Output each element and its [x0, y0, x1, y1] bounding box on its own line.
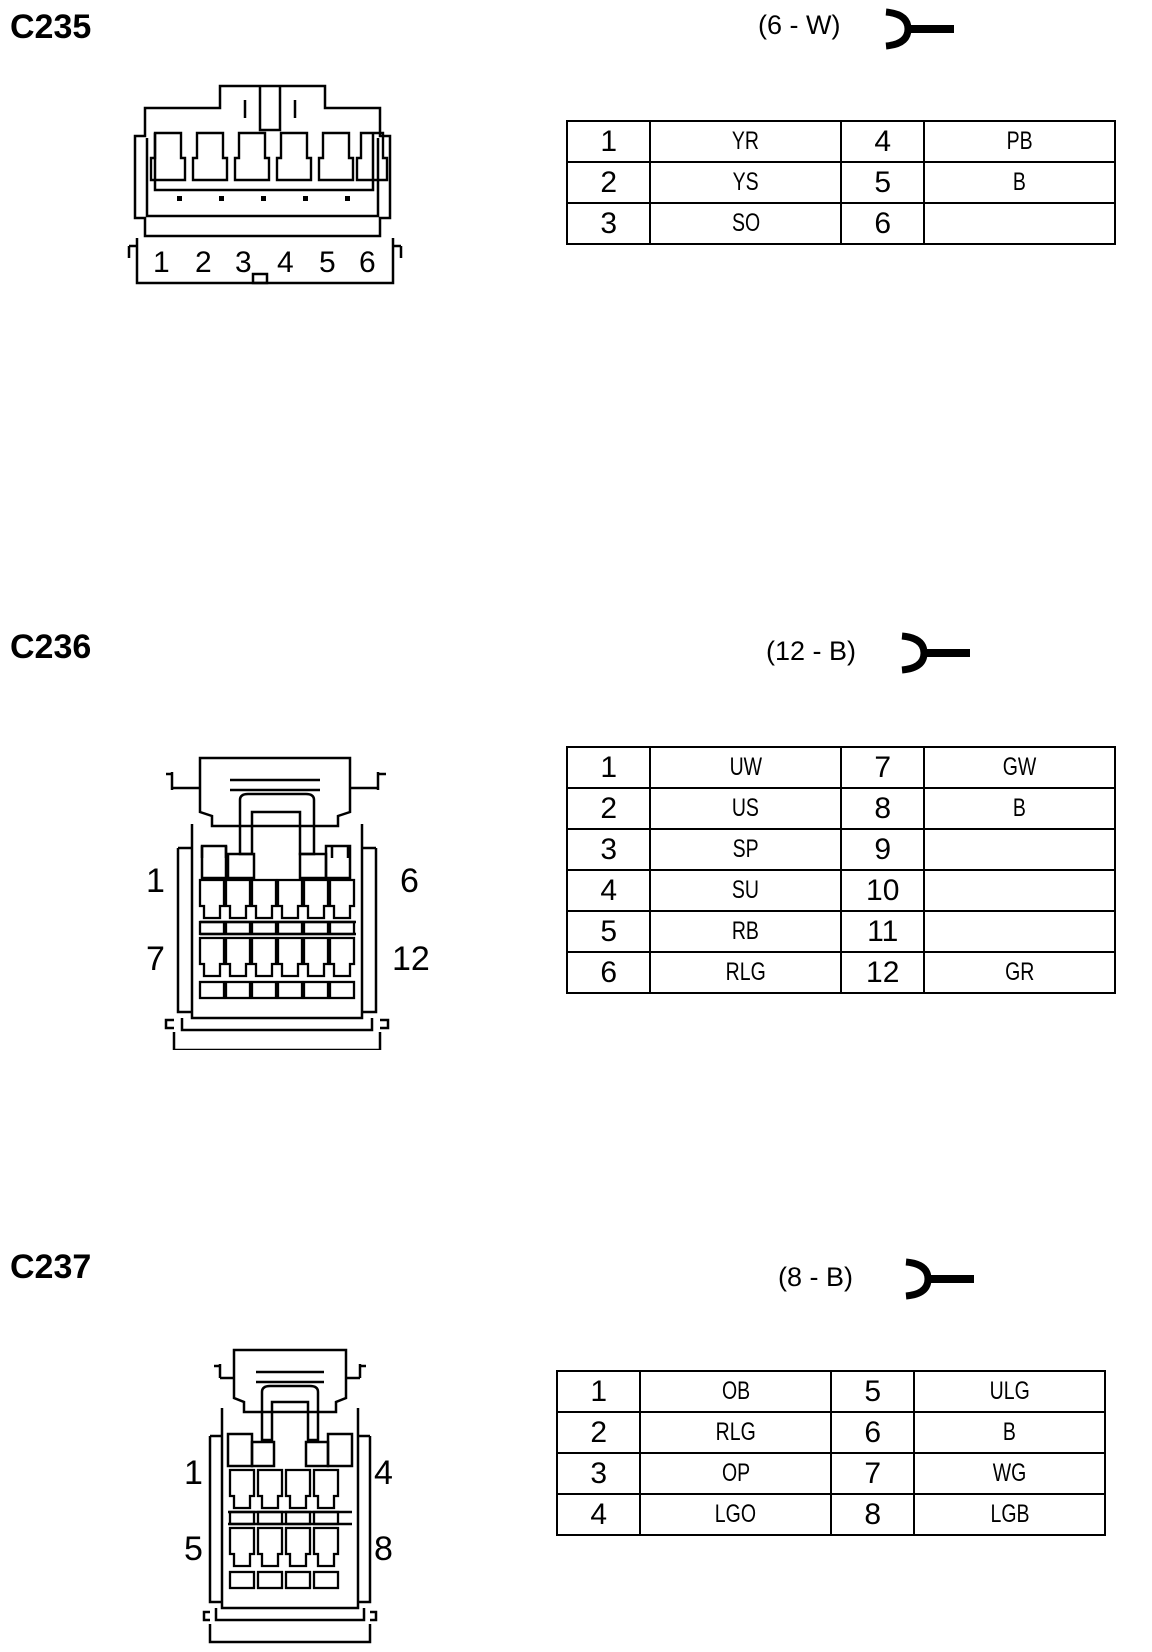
connector-spec: (6 - W)	[758, 10, 841, 40]
pin-number: 12	[839, 951, 926, 994]
wire-color: RB	[732, 917, 760, 945]
table-row: 4 SU 10	[565, 869, 1116, 912]
table-row: 2 US 8 B	[565, 787, 1116, 830]
wire-color: ULG	[989, 1377, 1030, 1405]
pin-number: 4	[565, 869, 652, 912]
connector-id: C237	[10, 1248, 92, 1286]
wire-color: LGO	[715, 1500, 757, 1528]
table-row: 5 RB 11	[565, 910, 1116, 953]
pin-number: 7	[839, 746, 926, 789]
pin-label: 4	[277, 246, 294, 279]
connector-spec: (12 - B)	[766, 636, 857, 666]
pin-number: 3	[565, 828, 652, 871]
pin-label: 8	[374, 1530, 393, 1568]
table-row: 1 OB 5 ULG	[555, 1370, 1106, 1413]
table-row: 2 RLG 6 B	[555, 1411, 1106, 1454]
pin-number: 11	[839, 910, 926, 953]
pin-label: 7	[146, 940, 165, 978]
wire-color: OP	[721, 1459, 750, 1487]
connector-id: C236	[10, 628, 92, 666]
pin-number: 2	[565, 161, 652, 204]
table-row: 4 LGO 8 LGB	[555, 1493, 1106, 1536]
wire-color: RLG	[715, 1418, 756, 1446]
pin-number: 1	[555, 1370, 642, 1413]
pin-number: 2	[565, 787, 652, 830]
connector-face-diagram	[202, 1348, 378, 1644]
pin-number: 5	[839, 161, 926, 204]
wire-color: LGB	[990, 1500, 1030, 1528]
wire-color: B	[1013, 794, 1027, 822]
plug-icon	[905, 1258, 974, 1300]
connector-spec: (8 - B)	[778, 1262, 854, 1292]
pin-number: 1	[565, 746, 652, 789]
table-row: 3 OP 7 WG	[555, 1452, 1106, 1495]
pin-number: 2	[555, 1411, 642, 1454]
pin-number: 5	[565, 910, 652, 953]
pin-number: 6	[829, 1411, 916, 1454]
table-row: 3 SO 6	[565, 202, 1116, 245]
pin-label: 4	[374, 1454, 393, 1492]
pin-label: 1	[146, 862, 165, 900]
table-row: 1 UW 7 GW	[565, 746, 1116, 789]
plug-icon	[885, 8, 954, 50]
pin-label: 6	[400, 862, 419, 900]
pin-number: 8	[829, 1493, 916, 1536]
pin-number: 4	[839, 120, 926, 163]
pin-number: 8	[839, 787, 926, 830]
wire-color: WG	[992, 1459, 1027, 1487]
pin-number: 6	[565, 951, 652, 994]
pin-number: 3	[565, 202, 652, 245]
pin-label: 5	[184, 1530, 203, 1568]
connector-face-diagram	[164, 756, 390, 1050]
table-row: 1 YR 4 PB	[565, 120, 1116, 163]
wire-color: GW	[1002, 753, 1037, 781]
pin-number: 6	[839, 202, 926, 245]
wire-color: B	[1003, 1418, 1017, 1446]
pin-label: 1	[153, 246, 170, 279]
pin-number: 10	[839, 869, 926, 912]
table-row: 6 RLG 12 GR	[565, 951, 1116, 994]
pin-number: 3	[555, 1452, 642, 1495]
wire-color: YR	[732, 127, 760, 155]
wire-color: SP	[732, 835, 759, 863]
table-row: 3 SP 9	[565, 828, 1116, 871]
wire-color: YS	[732, 168, 759, 196]
connector-id: C235	[10, 8, 92, 46]
wire-color: SO	[731, 209, 760, 237]
wire-color: RLG	[725, 958, 766, 986]
table-row: 2 YS 5 B	[565, 161, 1116, 204]
wire-color: PB	[1006, 127, 1033, 155]
plug-icon	[901, 632, 970, 674]
wire-color: US	[732, 794, 760, 822]
pin-table: 1 UW 7 GW 2 US 8 B 3 SP 9 4 SU 10	[565, 746, 1116, 994]
pin-label: 2	[195, 246, 212, 279]
pin-number: 5	[829, 1370, 916, 1413]
wire-color: B	[1013, 168, 1027, 196]
wire-color: SU	[732, 876, 760, 904]
pin-label: 5	[319, 246, 336, 279]
pin-number: 4	[555, 1493, 642, 1536]
pin-number: 1	[565, 120, 652, 163]
wire-color: OB	[721, 1377, 750, 1405]
pin-number: 7	[829, 1452, 916, 1495]
pin-label: 3	[235, 246, 252, 279]
pin-label: 6	[359, 246, 376, 279]
pin-table: 1 YR 4 PB 2 YS 5 B 3 SO 6	[565, 120, 1116, 245]
connector-face-diagram	[127, 84, 403, 285]
pin-label: 12	[392, 940, 430, 978]
wire-color: UW	[729, 753, 762, 781]
pin-table: 1 OB 5 ULG 2 RLG 6 B 3 OP 7 WG 4 LGO 8	[555, 1370, 1106, 1536]
pin-label: 1	[184, 1454, 203, 1492]
wire-color: GR	[1005, 958, 1035, 986]
pin-number: 9	[839, 828, 926, 871]
